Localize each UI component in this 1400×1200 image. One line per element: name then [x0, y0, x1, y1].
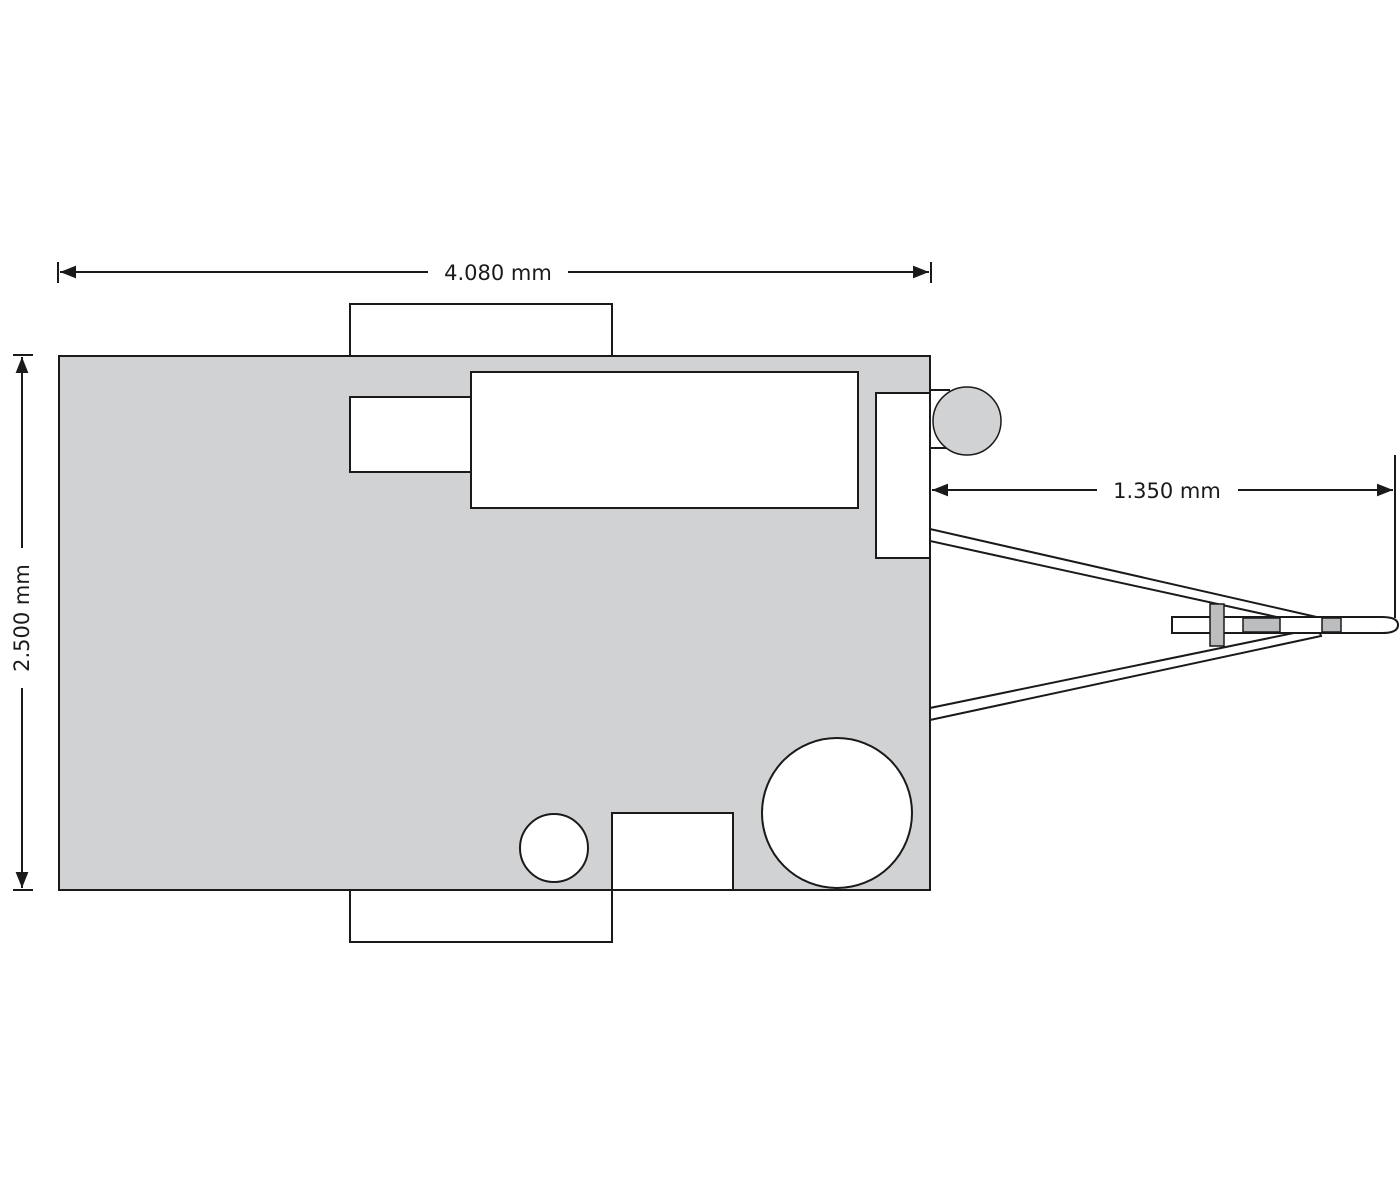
drawbar-dimension: 1.350 mm — [932, 455, 1396, 618]
length-dimension: 4.080 mm — [57, 261, 932, 285]
wheel-fender-bottom — [349, 889, 613, 943]
width-dimension: 2.500 mm — [10, 354, 34, 891]
hitch-connector-right — [1321, 617, 1342, 633]
component-small-tank — [519, 813, 589, 883]
component-small-box — [349, 396, 472, 473]
drawbar-label: 1.350 mm — [1113, 479, 1221, 503]
hitch-bar — [1171, 616, 1400, 634]
wheel-fender-top — [349, 303, 613, 357]
component-bottom-box — [611, 812, 734, 891]
drawbar — [929, 527, 1400, 722]
drawbar-lower-arm — [929, 626, 1323, 722]
component-large-tank — [761, 737, 913, 889]
width-label: 2.500 mm — [10, 564, 34, 672]
jockey-wheel-clamp — [1209, 603, 1225, 647]
front-cylinder — [932, 386, 1002, 456]
component-large-box — [470, 371, 859, 509]
hitch-connector-left — [1242, 617, 1281, 633]
drawbar-upper-arm — [929, 527, 1323, 628]
component-front-box — [875, 392, 931, 559]
length-label: 4.080 mm — [444, 261, 552, 285]
